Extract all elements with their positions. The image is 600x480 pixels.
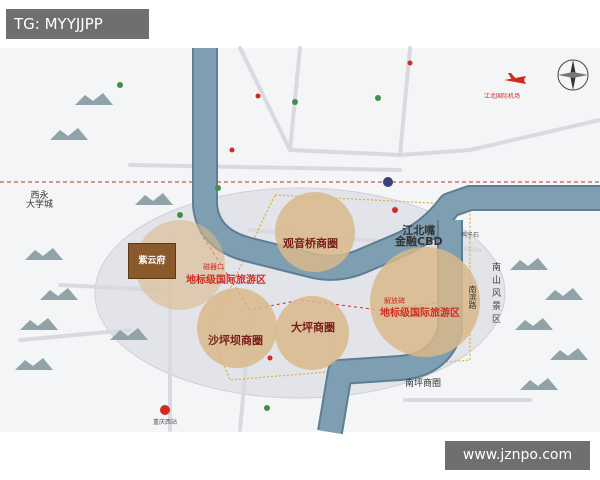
jiangbeizui-label: 江北嘴 金融CBD bbox=[395, 224, 443, 248]
daping-circle bbox=[275, 296, 349, 370]
jialing-river bbox=[194, 48, 600, 279]
dashed-route-line bbox=[199, 231, 461, 311]
train-station-icon bbox=[160, 405, 170, 415]
shapingba-label: 沙坪坝商圈 bbox=[208, 334, 263, 347]
ciqikou-tag: 磁器口 bbox=[203, 263, 224, 271]
park-icon bbox=[177, 212, 183, 218]
watermark-bottom-right: www.jznpo.com bbox=[445, 441, 590, 470]
jiefangbei-circle bbox=[370, 247, 480, 357]
red-markers bbox=[160, 60, 413, 415]
park-icon bbox=[264, 405, 270, 411]
east-tourism-zone-label: 地标级国际旅游区 bbox=[380, 308, 460, 319]
guanyinqiao-circle bbox=[275, 192, 355, 272]
hospital-icon bbox=[267, 355, 273, 361]
shapingba-circle bbox=[197, 288, 277, 368]
hospital-icon bbox=[255, 93, 261, 99]
watermark-top-left: TG: MYYJJPP bbox=[6, 9, 149, 39]
hospital-icon bbox=[407, 60, 413, 66]
west-tourism-zone-label: 地标级国际旅游区 bbox=[186, 275, 266, 286]
park-icon bbox=[117, 82, 123, 88]
nanping-label: 南坪商圈 bbox=[405, 379, 442, 389]
hospital-icon bbox=[229, 147, 235, 153]
park-icon bbox=[215, 185, 221, 191]
chongqing-west-label: 重庆西站 bbox=[153, 419, 178, 426]
guanyinqiao-label: 观音桥商圈 bbox=[283, 237, 338, 250]
compass-icon bbox=[557, 59, 589, 91]
mountain-range-east bbox=[510, 258, 588, 390]
daping-label: 大坪商圈 bbox=[291, 321, 335, 334]
yazishi-label: 鸭子石 bbox=[461, 232, 480, 239]
ciqikou-circle bbox=[135, 220, 225, 310]
xiyong-label: 西永 大学城 bbox=[26, 191, 54, 210]
project-badge: 紫云府 bbox=[128, 243, 176, 279]
airplane-icon bbox=[504, 73, 526, 84]
park-icon bbox=[375, 95, 381, 101]
metro-station-icon bbox=[392, 207, 398, 213]
park-icon bbox=[292, 99, 298, 105]
metro-station-icon bbox=[383, 177, 393, 187]
jiefangbei-tag: 解放碑 bbox=[384, 297, 405, 305]
mountain-range-west bbox=[15, 93, 173, 370]
airport-label: 江北国际机场 bbox=[484, 93, 521, 100]
nanbin-road-label: 南滨路 bbox=[468, 285, 477, 309]
nanshan-scenic-label: 南 山 风 景 区 bbox=[492, 263, 503, 325]
green-markers bbox=[117, 82, 381, 411]
